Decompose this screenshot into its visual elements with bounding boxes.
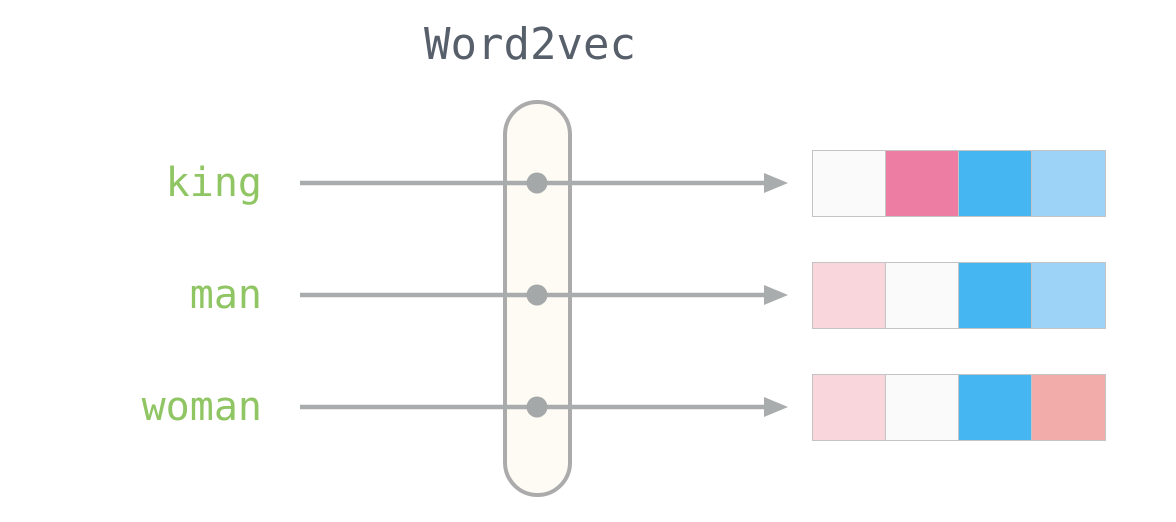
vector-row-king bbox=[812, 149, 1106, 217]
vector-cell bbox=[958, 149, 1033, 217]
vector-cell bbox=[885, 261, 960, 329]
vector-cell bbox=[812, 373, 887, 441]
word2vec-model-pill bbox=[503, 100, 572, 497]
diagram-title: Word2vec bbox=[424, 19, 636, 70]
vector-cell bbox=[885, 373, 960, 441]
vector-cell bbox=[1031, 149, 1106, 217]
vector-cell bbox=[885, 149, 960, 217]
vector-cell bbox=[958, 261, 1033, 329]
vector-cell bbox=[812, 149, 887, 217]
word-label-king: king bbox=[165, 160, 262, 206]
vector-row-woman bbox=[812, 373, 1106, 441]
word-label-man: man bbox=[189, 272, 262, 318]
vector-cell bbox=[1031, 373, 1106, 441]
vector-row-man bbox=[812, 261, 1106, 329]
vector-cell bbox=[812, 261, 887, 329]
vector-cell bbox=[958, 373, 1033, 441]
word-label-woman: woman bbox=[141, 384, 262, 430]
vector-cell bbox=[1031, 261, 1106, 329]
